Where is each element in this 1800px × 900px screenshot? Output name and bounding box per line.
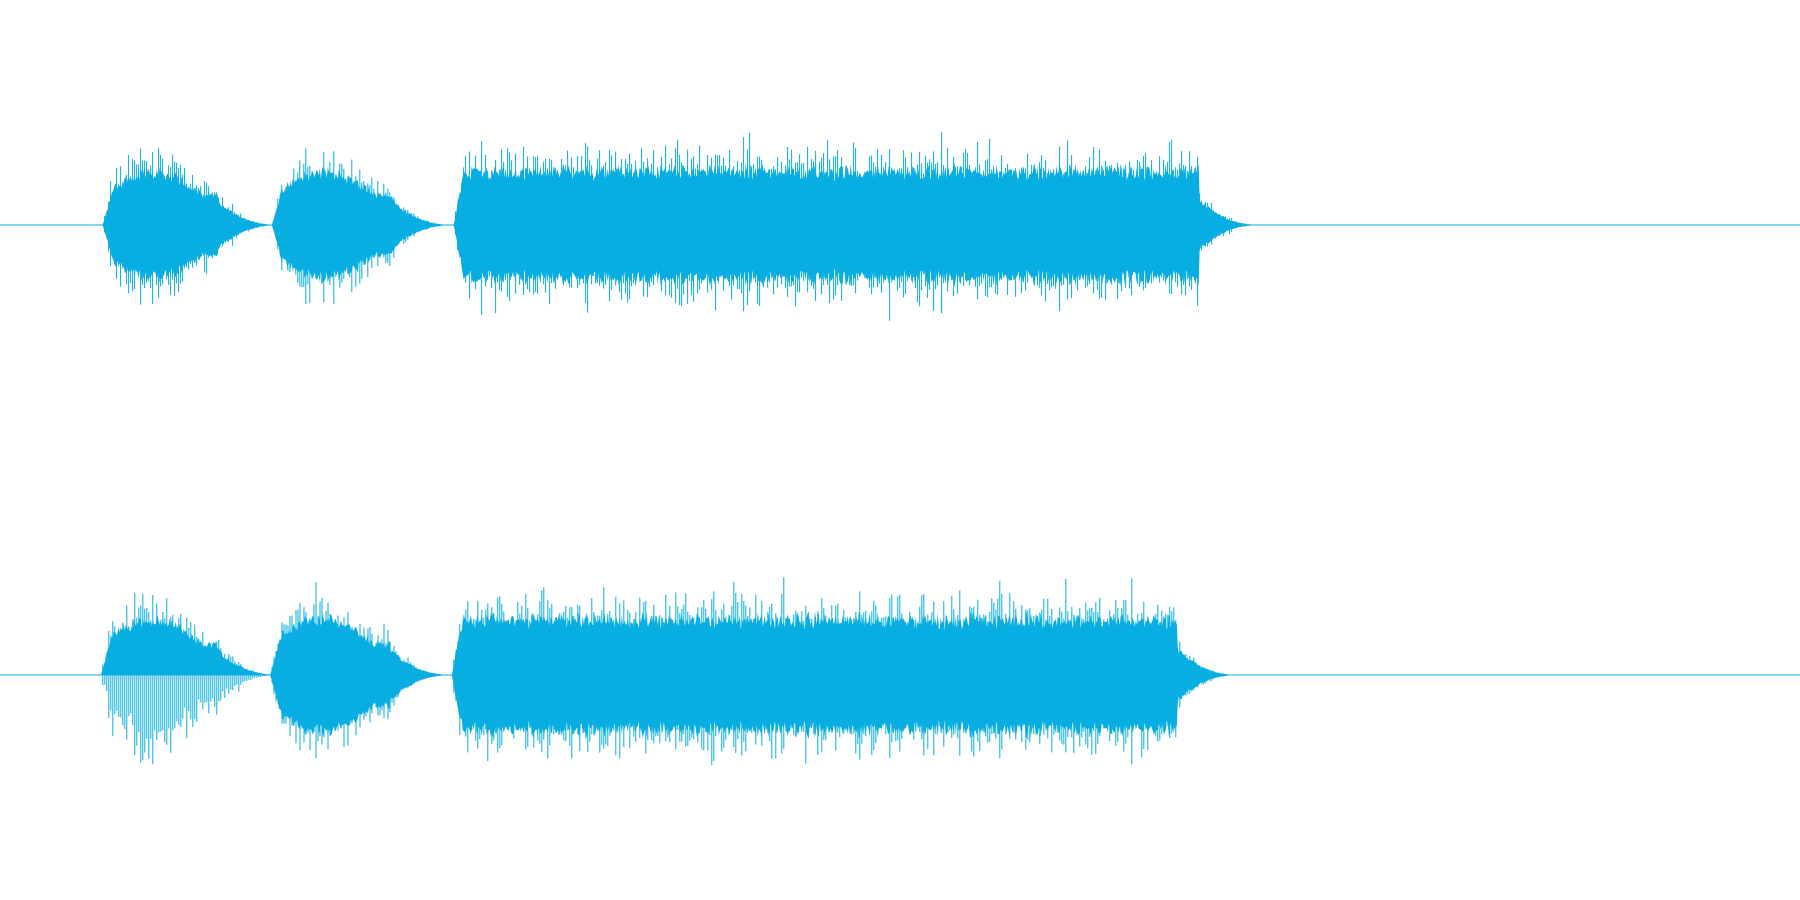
channel-top-waveform bbox=[0, 132, 1800, 321]
waveform-segment-peaks bbox=[455, 132, 1259, 321]
waveform-segment-peaks bbox=[453, 577, 1237, 765]
waveform-segment-peaks bbox=[104, 147, 278, 305]
waveform-segment-peaks bbox=[273, 148, 453, 305]
waveform-segment-peaks bbox=[271, 582, 451, 759]
waveform-segment-peaks bbox=[102, 592, 278, 765]
channel-bottom-waveform bbox=[0, 577, 1800, 765]
